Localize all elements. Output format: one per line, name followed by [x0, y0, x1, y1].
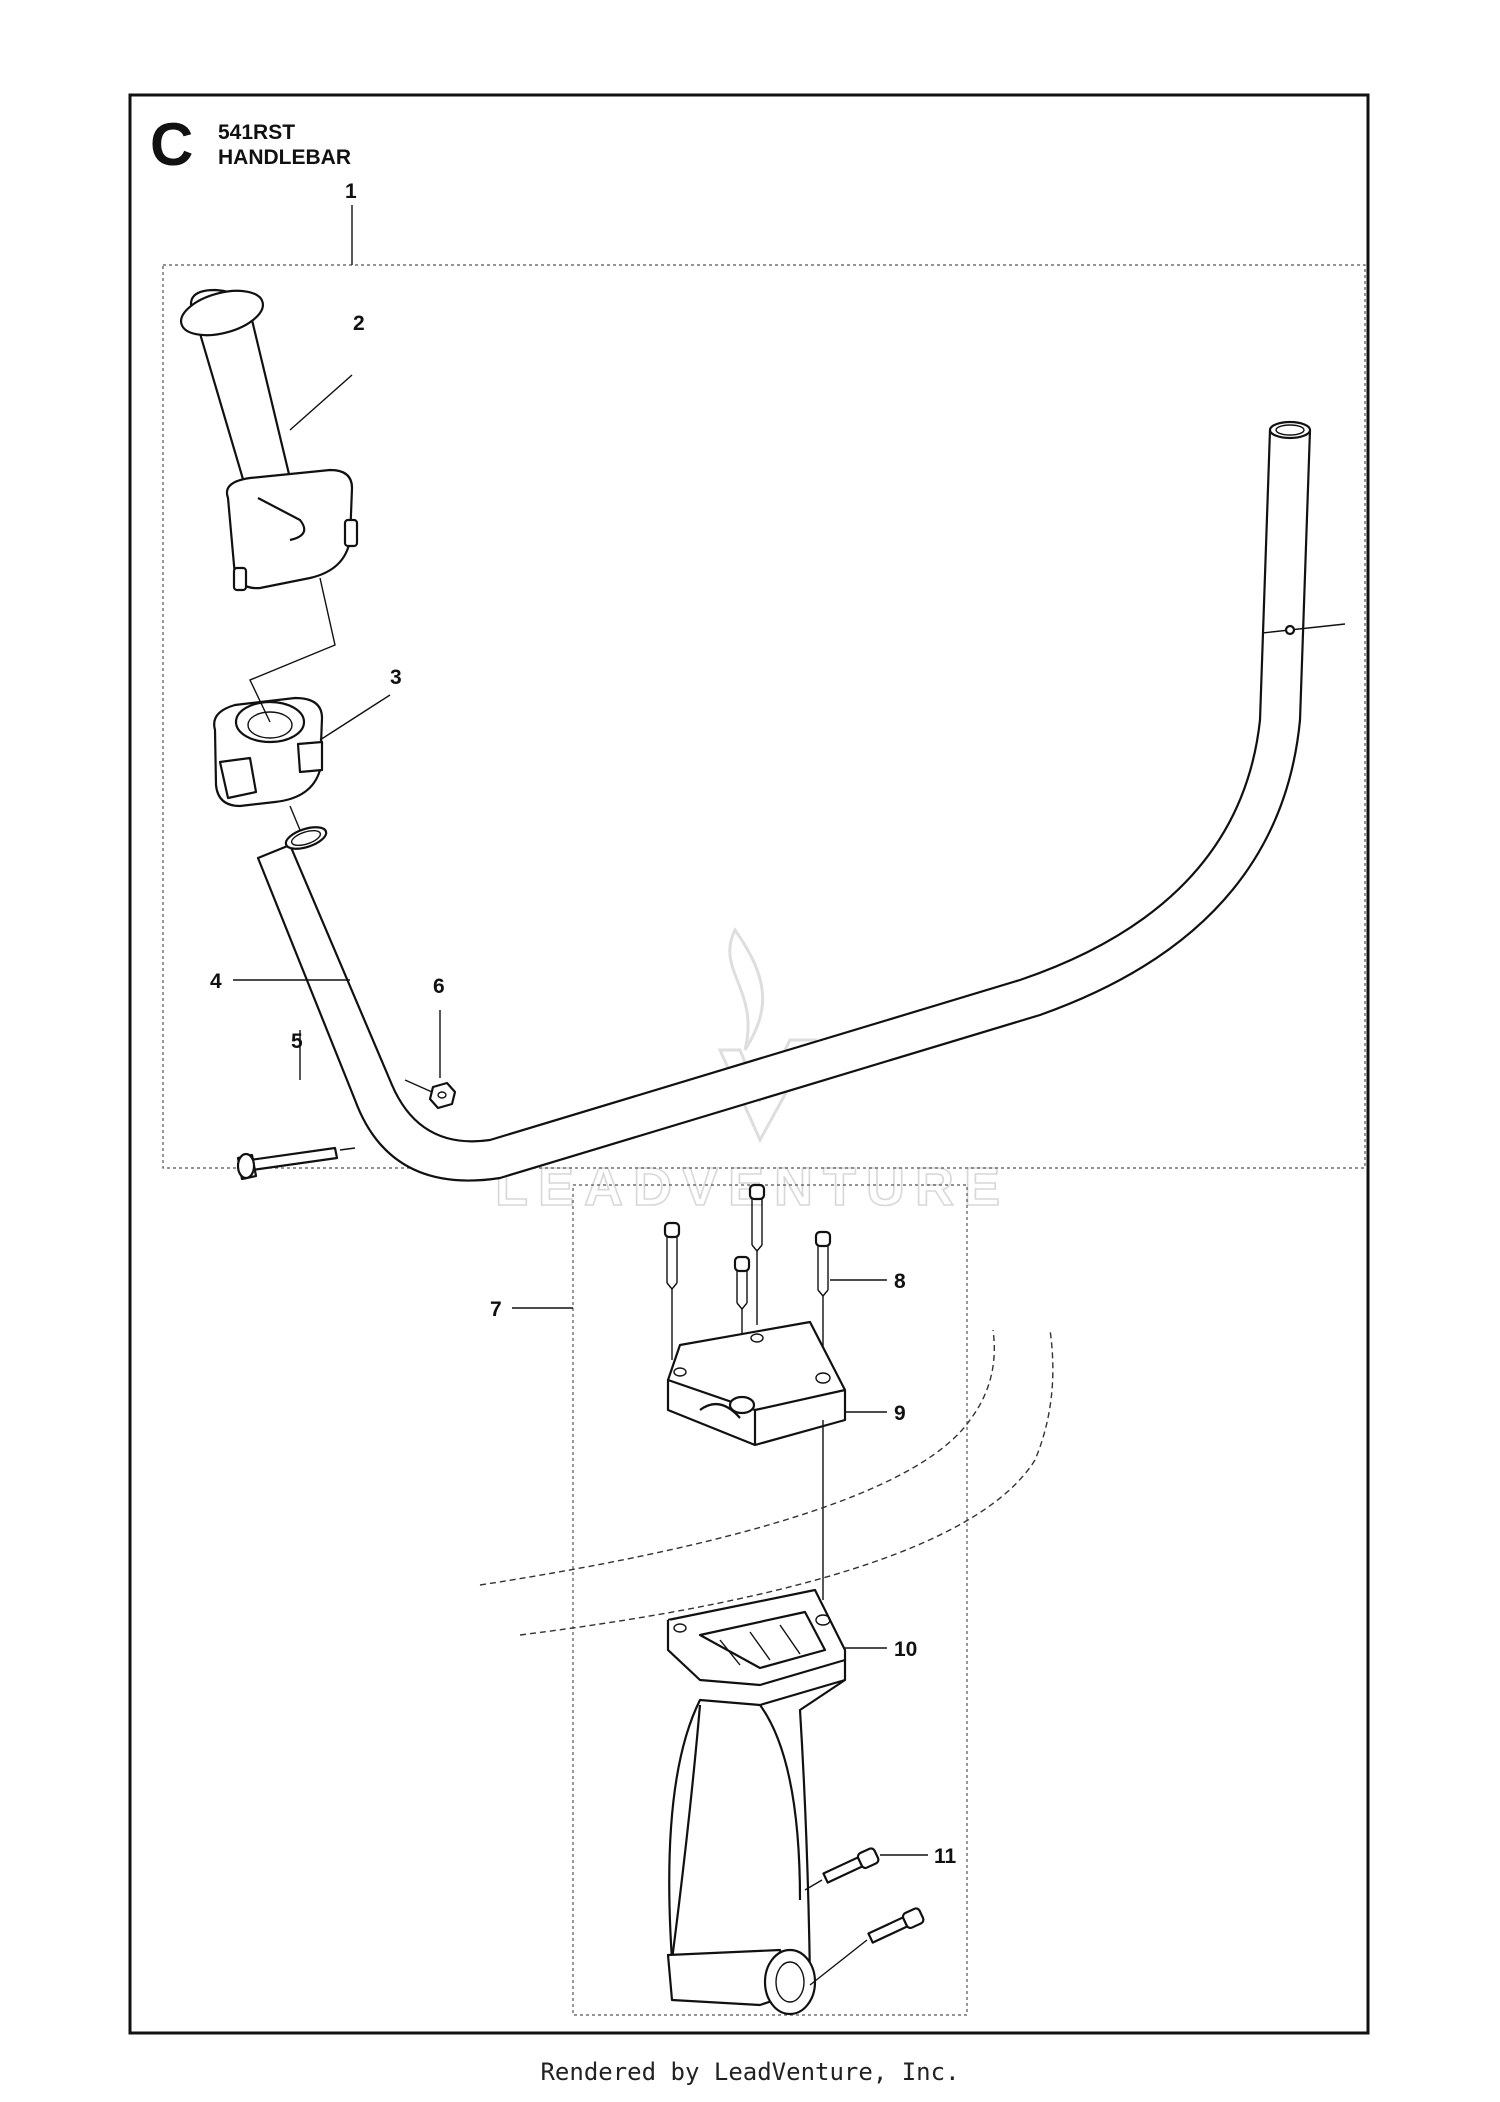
model-number: 541RST: [218, 121, 295, 144]
callout-6: 6: [433, 975, 445, 998]
callout-7: 7: [490, 1298, 502, 1321]
callout-11: 11: [934, 1845, 957, 1868]
callout-8: 8: [894, 1270, 906, 1293]
shaft-cut-lines: [479, 1329, 1054, 1636]
callout-4: 4: [210, 970, 222, 993]
bracket-body: [666, 1588, 847, 2016]
footer-credit: Rendered by LeadVenture, Inc.: [540, 2058, 960, 2086]
leader-lines: [233, 205, 928, 1856]
handlebar-tube: [256, 420, 1346, 1182]
callout-2: 2: [353, 312, 365, 335]
section-title: HANDLEBAR: [218, 146, 351, 169]
callout-5: 5: [291, 1030, 303, 1053]
group-box-handlebar: [162, 264, 1366, 1169]
callout-10: 10: [894, 1638, 917, 1661]
callout-3: 3: [390, 666, 402, 689]
callout-1: 1: [345, 180, 357, 203]
callout-9: 9: [894, 1402, 906, 1425]
section-letter: C: [150, 111, 193, 178]
long-bolt: [236, 1146, 339, 1181]
watermark-logo: [717, 927, 818, 1144]
hex-nut: [428, 1081, 457, 1110]
page-frame: [128, 93, 1370, 2035]
bracket-cap: [666, 1320, 847, 1447]
throttle-grip: [180, 288, 359, 592]
watermark-text: LEADVENTURE: [495, 1157, 1010, 1217]
clamp-screws: [804, 1847, 925, 1986]
grip-holder: [213, 696, 324, 808]
watermark: LEADVENTURE: [494, 927, 1010, 1218]
